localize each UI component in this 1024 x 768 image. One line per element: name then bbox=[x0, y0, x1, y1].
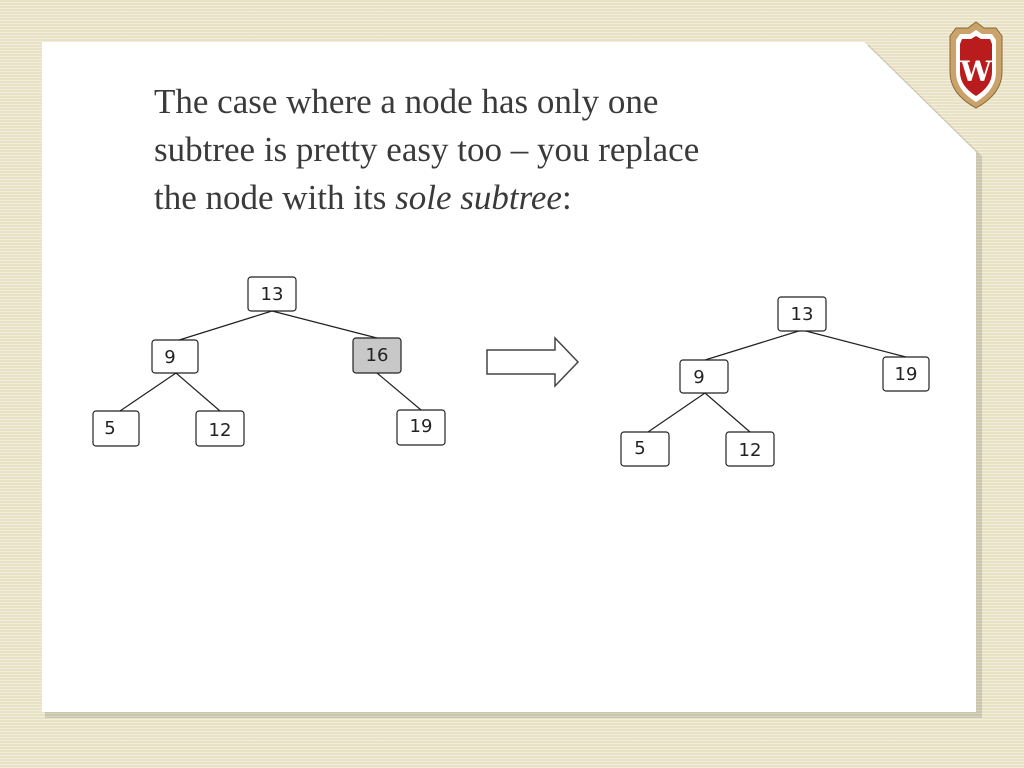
before-tree: 13 9 16 5 12 19 bbox=[92, 276, 446, 447]
tree-node: 19 bbox=[396, 409, 446, 446]
right-arrow-icon bbox=[486, 336, 580, 388]
slide-heading: The case where a node has only one subtr… bbox=[154, 78, 874, 222]
edge-13-9 bbox=[704, 329, 803, 361]
edge-13-19 bbox=[801, 329, 907, 358]
node-label: 16 bbox=[366, 345, 389, 366]
edge-9-12 bbox=[175, 372, 221, 412]
node-label: 9 bbox=[164, 347, 175, 368]
node-label: 19 bbox=[410, 416, 433, 437]
tree-node: 13 bbox=[777, 296, 827, 332]
tree-node-highlighted: 16 bbox=[352, 337, 402, 374]
heading-line-3: the node with its bbox=[154, 178, 396, 217]
tree-node: 5 bbox=[92, 410, 140, 447]
university-crest-icon: W bbox=[949, 21, 1003, 109]
node-label: 5 bbox=[104, 418, 115, 439]
node-label: 9 bbox=[693, 367, 704, 388]
tree-node: 9 bbox=[151, 339, 199, 374]
heading-colon: : bbox=[561, 178, 572, 217]
heading-emphasis: sole subtree bbox=[395, 178, 562, 217]
edge-16-19 bbox=[376, 372, 422, 411]
edge-9-12 bbox=[704, 392, 751, 433]
edge-13-9 bbox=[175, 310, 273, 342]
node-label: 13 bbox=[791, 304, 814, 325]
tree-node: 12 bbox=[725, 431, 775, 467]
edge-9-5 bbox=[647, 392, 706, 433]
node-label: 19 bbox=[895, 364, 918, 385]
edge-13-16 bbox=[271, 310, 378, 339]
heading-line-2: subtree is pretty easy too – you replace bbox=[154, 130, 700, 169]
node-label: 12 bbox=[739, 440, 762, 461]
heading-line-1: The case where a node has only one bbox=[154, 82, 659, 121]
tree-node: 13 bbox=[247, 276, 297, 312]
node-label: 13 bbox=[261, 284, 284, 305]
node-label: 5 bbox=[634, 438, 645, 459]
before-tree-edges bbox=[119, 310, 422, 412]
tree-node: 9 bbox=[679, 359, 729, 394]
tree-node: 12 bbox=[195, 410, 245, 447]
node-label: 12 bbox=[209, 420, 232, 441]
tree-node: 19 bbox=[882, 356, 930, 392]
edge-9-5 bbox=[119, 372, 177, 412]
after-tree-edges bbox=[647, 329, 907, 433]
slide-panel bbox=[42, 42, 976, 712]
tree-node: 5 bbox=[620, 431, 670, 467]
crest-letter: W bbox=[959, 55, 992, 88]
after-tree: 13 9 19 5 12 bbox=[620, 296, 930, 467]
